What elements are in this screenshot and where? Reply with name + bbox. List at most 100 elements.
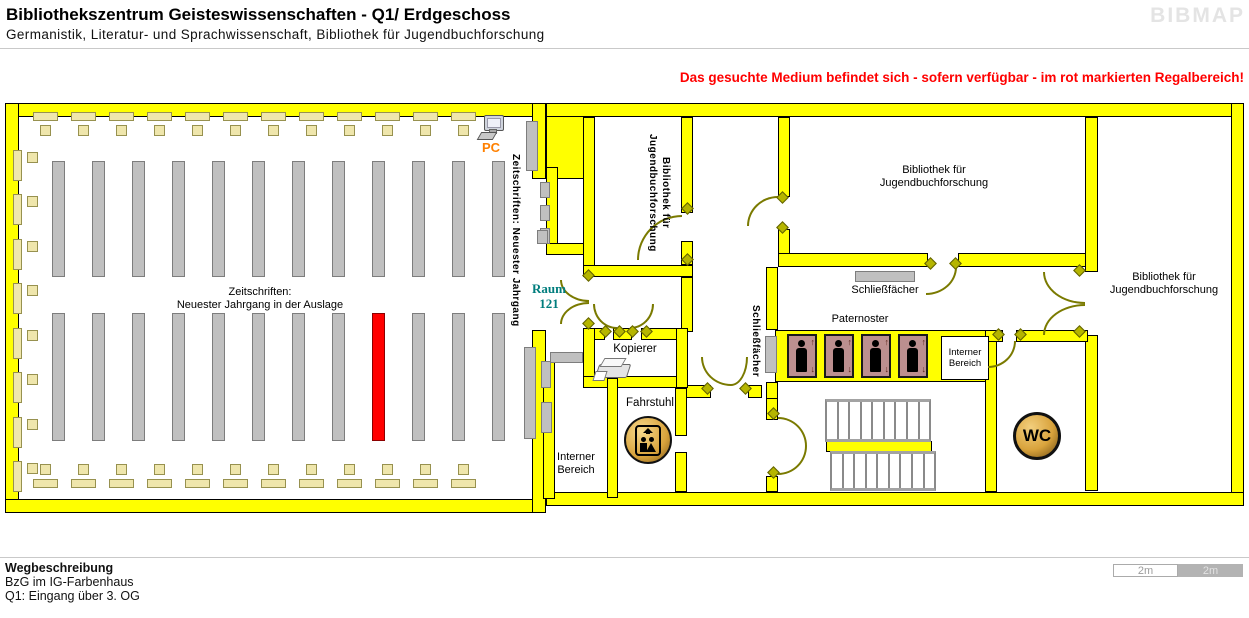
reading-table: [185, 464, 210, 488]
shelf-segment: [550, 352, 583, 363]
down-arrow-icon: ↓: [847, 364, 853, 374]
stool: [40, 464, 51, 475]
reading-table: [185, 112, 210, 136]
wall-segment: [766, 267, 778, 330]
bibmap-logo: BIBMAP: [1150, 4, 1245, 27]
wall-segment: [546, 103, 1244, 117]
up-arrow-icon: [646, 432, 650, 434]
stair-tread: [905, 402, 918, 439]
person-icon: [872, 340, 879, 347]
table-top: [185, 112, 210, 121]
desk: [13, 372, 22, 404]
shelf-bar: [412, 313, 425, 441]
footer-line1: BzG im IG-Farbenhaus: [5, 575, 134, 589]
reading-table: [33, 112, 58, 136]
stool: [27, 462, 38, 474]
door-arc: [701, 357, 731, 386]
desk: [13, 194, 22, 226]
shelf-row-bottom: [52, 313, 512, 441]
door-arc: [778, 446, 807, 475]
page-title: Bibliothekszentrum Geisteswissenschaften…: [6, 5, 511, 24]
person-icon: [833, 348, 844, 372]
shelf-segment: [540, 182, 550, 198]
table-top: [109, 479, 134, 488]
wall-desk: [13, 327, 38, 359]
stool: [78, 125, 89, 136]
table-top: [299, 112, 324, 121]
zeitschriften-vertical-label: Zeitschriften: Neuester Jahrgang: [510, 153, 521, 327]
stool: [27, 418, 38, 430]
table-top: [413, 112, 438, 121]
stair-flight-lower: [830, 451, 936, 491]
up-arrow-icon: ↑: [810, 337, 816, 347]
man-icon: [640, 437, 647, 452]
reading-table: [299, 112, 324, 136]
wall-segment: [5, 499, 545, 513]
shelf-bar: [452, 313, 465, 441]
reading-table: [109, 464, 134, 488]
shelf-bar: [212, 313, 225, 441]
wall-segment: [1085, 335, 1098, 491]
shelf-segment: [540, 205, 550, 221]
up-arrow-icon: [643, 428, 653, 433]
wall-desk: [13, 194, 38, 226]
wall-segment: [675, 388, 687, 436]
desk: [13, 150, 22, 181]
door-arc: [988, 341, 1016, 368]
table-top: [109, 112, 134, 121]
stair-tread: [917, 402, 930, 439]
table-top: [451, 112, 476, 121]
shelf-bar: [492, 161, 505, 277]
shelf-bar: [292, 313, 305, 441]
desk: [13, 460, 22, 492]
stool: [40, 125, 51, 136]
scalebar-right: 2m: [1178, 564, 1243, 577]
shelf-bar: [92, 313, 105, 441]
reading-table: [413, 112, 438, 136]
table-top: [71, 112, 96, 121]
wall-segment: [675, 452, 687, 492]
stair-tread: [887, 454, 900, 488]
page-subtitle: Germanistik, Literatur- und Sprachwissen…: [6, 27, 545, 42]
wall-segment: [1231, 103, 1244, 506]
reading-table: [337, 112, 362, 136]
fahrstuhl-label: Fahrstuhl: [626, 397, 674, 409]
stool: [116, 464, 127, 475]
stool: [382, 464, 393, 475]
shelf-bar: [492, 313, 505, 441]
stair-tread: [853, 454, 865, 488]
wall-desk: [13, 150, 38, 181]
stool: [154, 125, 165, 136]
stool: [27, 196, 38, 208]
footer-line2: Q1: Eingang über 3. OG: [5, 589, 140, 603]
table-top: [33, 479, 58, 488]
reading-table: [261, 464, 286, 488]
reading-table: [71, 464, 96, 488]
table-row-bottom: [33, 464, 485, 488]
person-icon: [909, 340, 916, 347]
elevator-frame-icon: [635, 425, 661, 456]
elevator-icon: [624, 416, 672, 464]
reading-table: [451, 112, 476, 136]
wall-segment: [778, 117, 790, 197]
wall-segment: [766, 476, 778, 492]
table-top: [223, 479, 248, 488]
wall-segment: [676, 328, 688, 388]
wall-segment: [778, 253, 928, 267]
stair-tread: [882, 402, 895, 439]
reading-table: [33, 464, 58, 488]
down-arrow-icon: ↓: [921, 364, 927, 374]
schliessfaecher-vertical-label: Schließfächer: [750, 304, 761, 378]
stool: [268, 125, 279, 136]
reading-table: [413, 464, 438, 488]
stool: [344, 464, 355, 475]
person-icon: [870, 348, 881, 372]
desk: [13, 327, 22, 359]
reading-table: [451, 464, 476, 488]
stair-tread: [910, 454, 923, 488]
stool: [27, 240, 38, 252]
stool: [27, 374, 38, 386]
reading-table: [223, 112, 248, 136]
shelf-segment: [541, 402, 552, 433]
scalebar-left: 2m: [1113, 564, 1178, 577]
